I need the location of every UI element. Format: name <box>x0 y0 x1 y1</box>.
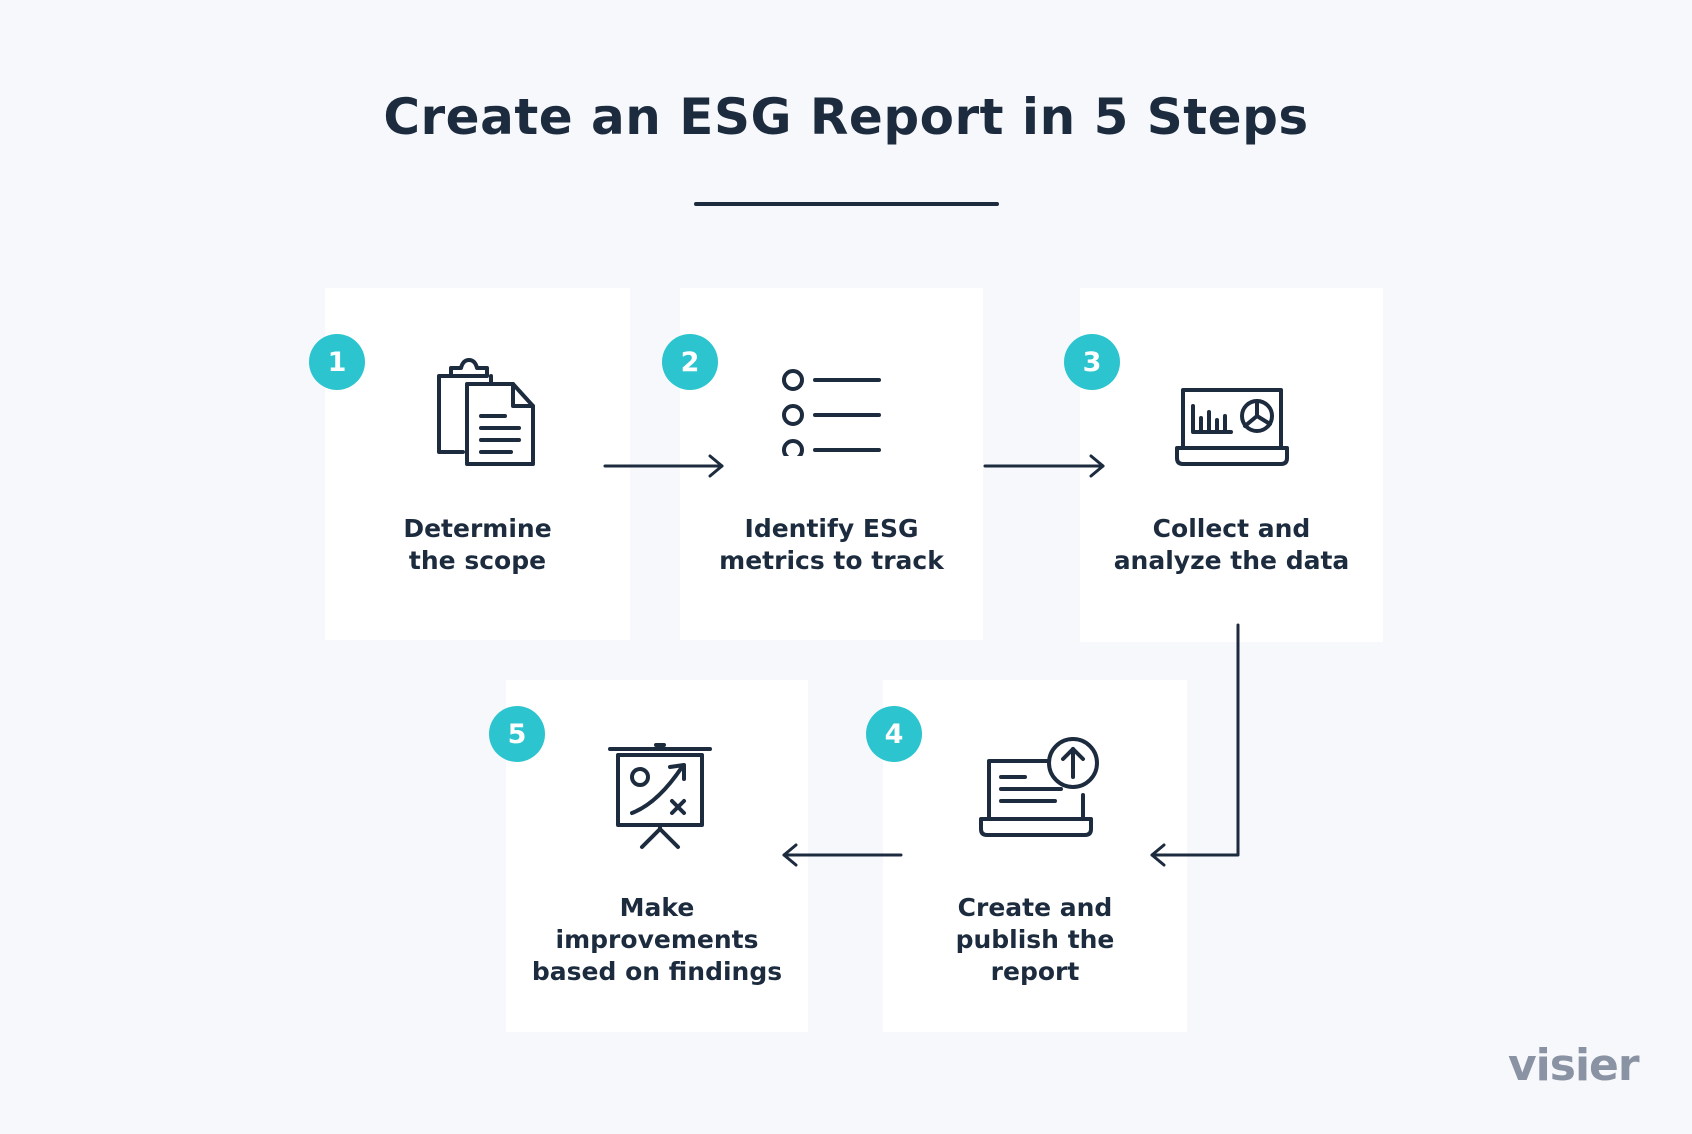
step-card-5: Make improvements based on findings <box>506 680 808 1032</box>
title-underline <box>694 202 999 206</box>
step-badge-3: 3 <box>1064 334 1120 390</box>
step-label-3: Collect and analyze the data <box>1113 514 1350 575</box>
step-badge-5: 5 <box>489 706 545 762</box>
laptop-upload-icon <box>979 737 1099 837</box>
step-label-2: Identify ESG metrics to track <box>719 514 944 575</box>
step-label-5: Make improvements based on findings <box>531 893 783 986</box>
arrow-4-to-5 <box>782 843 903 867</box>
step-card-2: Identify ESG metrics to track <box>680 288 983 640</box>
visier-logo: visier <box>1508 1040 1640 1091</box>
arrow-2-to-3 <box>983 454 1105 478</box>
arrow-3-to-4 <box>1150 623 1240 867</box>
step-card-1: Determine the scope <box>325 288 630 640</box>
clipboard-document-icon <box>437 358 535 466</box>
page-title: Create an ESG Report in 5 Steps <box>383 88 1309 146</box>
step-badge-1: 1 <box>309 334 365 390</box>
step-label-4: Create and publish the report <box>955 893 1115 986</box>
checklist-icon <box>782 369 881 456</box>
strategy-board-icon <box>608 743 712 849</box>
step-badge-2: 2 <box>662 334 718 390</box>
step-card-3: Collect and analyze the data <box>1080 288 1383 642</box>
laptop-analytics-icon <box>1175 388 1289 466</box>
step-label-1: Determine the scope <box>403 514 552 575</box>
step-card-4: Create and publish the report <box>883 680 1187 1032</box>
arrow-1-to-2 <box>603 454 724 478</box>
step-badge-4: 4 <box>866 706 922 762</box>
